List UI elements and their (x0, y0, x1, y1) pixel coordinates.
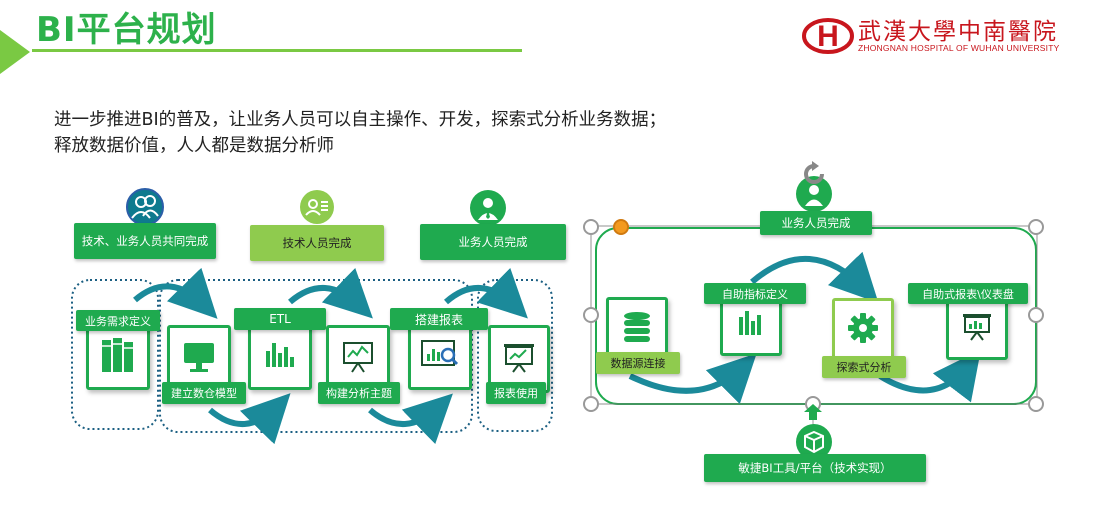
page-title: BI平台规划 (36, 10, 217, 50)
handle-bottom-left[interactable] (583, 396, 599, 412)
handle-top-left[interactable] (583, 219, 599, 235)
warehouse-card (167, 325, 231, 393)
step-datasource-label: 数据源连接 (596, 352, 680, 374)
books-icon (98, 332, 138, 380)
monitor-icon (181, 340, 217, 378)
step-explore-label: 探索式分析 (822, 356, 906, 378)
step-use-report-label: 报表使用 (486, 382, 546, 404)
description-line-1: 进一步推进BI的普及，让业务人员可以自主操作、开发，探索式分析业务数据； (54, 110, 667, 130)
use-report-card (488, 325, 550, 393)
report-board-icon (960, 309, 994, 347)
handle-mid-right[interactable] (1028, 307, 1044, 323)
dashboard-card (946, 296, 1008, 360)
corner-triangle (0, 30, 30, 74)
report-board-icon (501, 339, 537, 379)
search-report-icon (420, 338, 460, 374)
handle-top-right[interactable] (1028, 219, 1044, 235)
role-tech-label: 技术人员完成 (250, 225, 384, 261)
business-person-icon (470, 190, 506, 226)
title-underline (32, 49, 522, 52)
step-build-report-label: 搭建报表 (390, 308, 488, 330)
step-etl-label: ETL (234, 308, 326, 330)
line-chart-board-icon (340, 339, 376, 379)
role-business-label: 业务人员完成 (420, 224, 566, 260)
explore-card (832, 298, 894, 362)
hospital-logo-icon: H (802, 16, 854, 56)
hospital-name-en: ZHONGNAN HOSPITAL OF WUHAN UNIVERSITY (858, 43, 1060, 53)
person-list-icon (300, 190, 334, 224)
handle-mid-left[interactable] (583, 307, 599, 323)
description-line-2: 释放数据价值，人人都是数据分析师 (54, 136, 334, 156)
step-requirements-label: 业务需求定义 (76, 310, 160, 331)
step-warehouse-label: 建立数仓模型 (162, 382, 246, 404)
handle-adjust[interactable] (613, 219, 629, 235)
datasource-card (606, 297, 668, 361)
hospital-name-cn: 武漢大學中南醫院 (858, 19, 1058, 45)
refresh-icon[interactable] (800, 160, 828, 188)
svg-text:H: H (817, 20, 839, 53)
step-dashboard-label: 自助式报表\仪表盘 (908, 283, 1028, 304)
platform-label: 敏捷BI工具/平台（技术实现） (704, 454, 926, 482)
gear-icon (846, 311, 880, 349)
up-arrow-icon (804, 404, 822, 420)
step-metrics-label: 自助指标定义 (704, 283, 806, 304)
database-icon (621, 310, 653, 348)
etl-card (248, 322, 312, 390)
role-joint-label: 技术、业务人员共同完成 (74, 223, 216, 259)
bar-chart-icon (736, 307, 766, 341)
right-role-label: 业务人员完成 (760, 211, 872, 235)
step-analysis-topic-label: 构建分析主题 (318, 382, 400, 404)
handle-bottom-right[interactable] (1028, 396, 1044, 412)
users-icon (126, 188, 164, 226)
bar-chart-icon (263, 339, 297, 373)
